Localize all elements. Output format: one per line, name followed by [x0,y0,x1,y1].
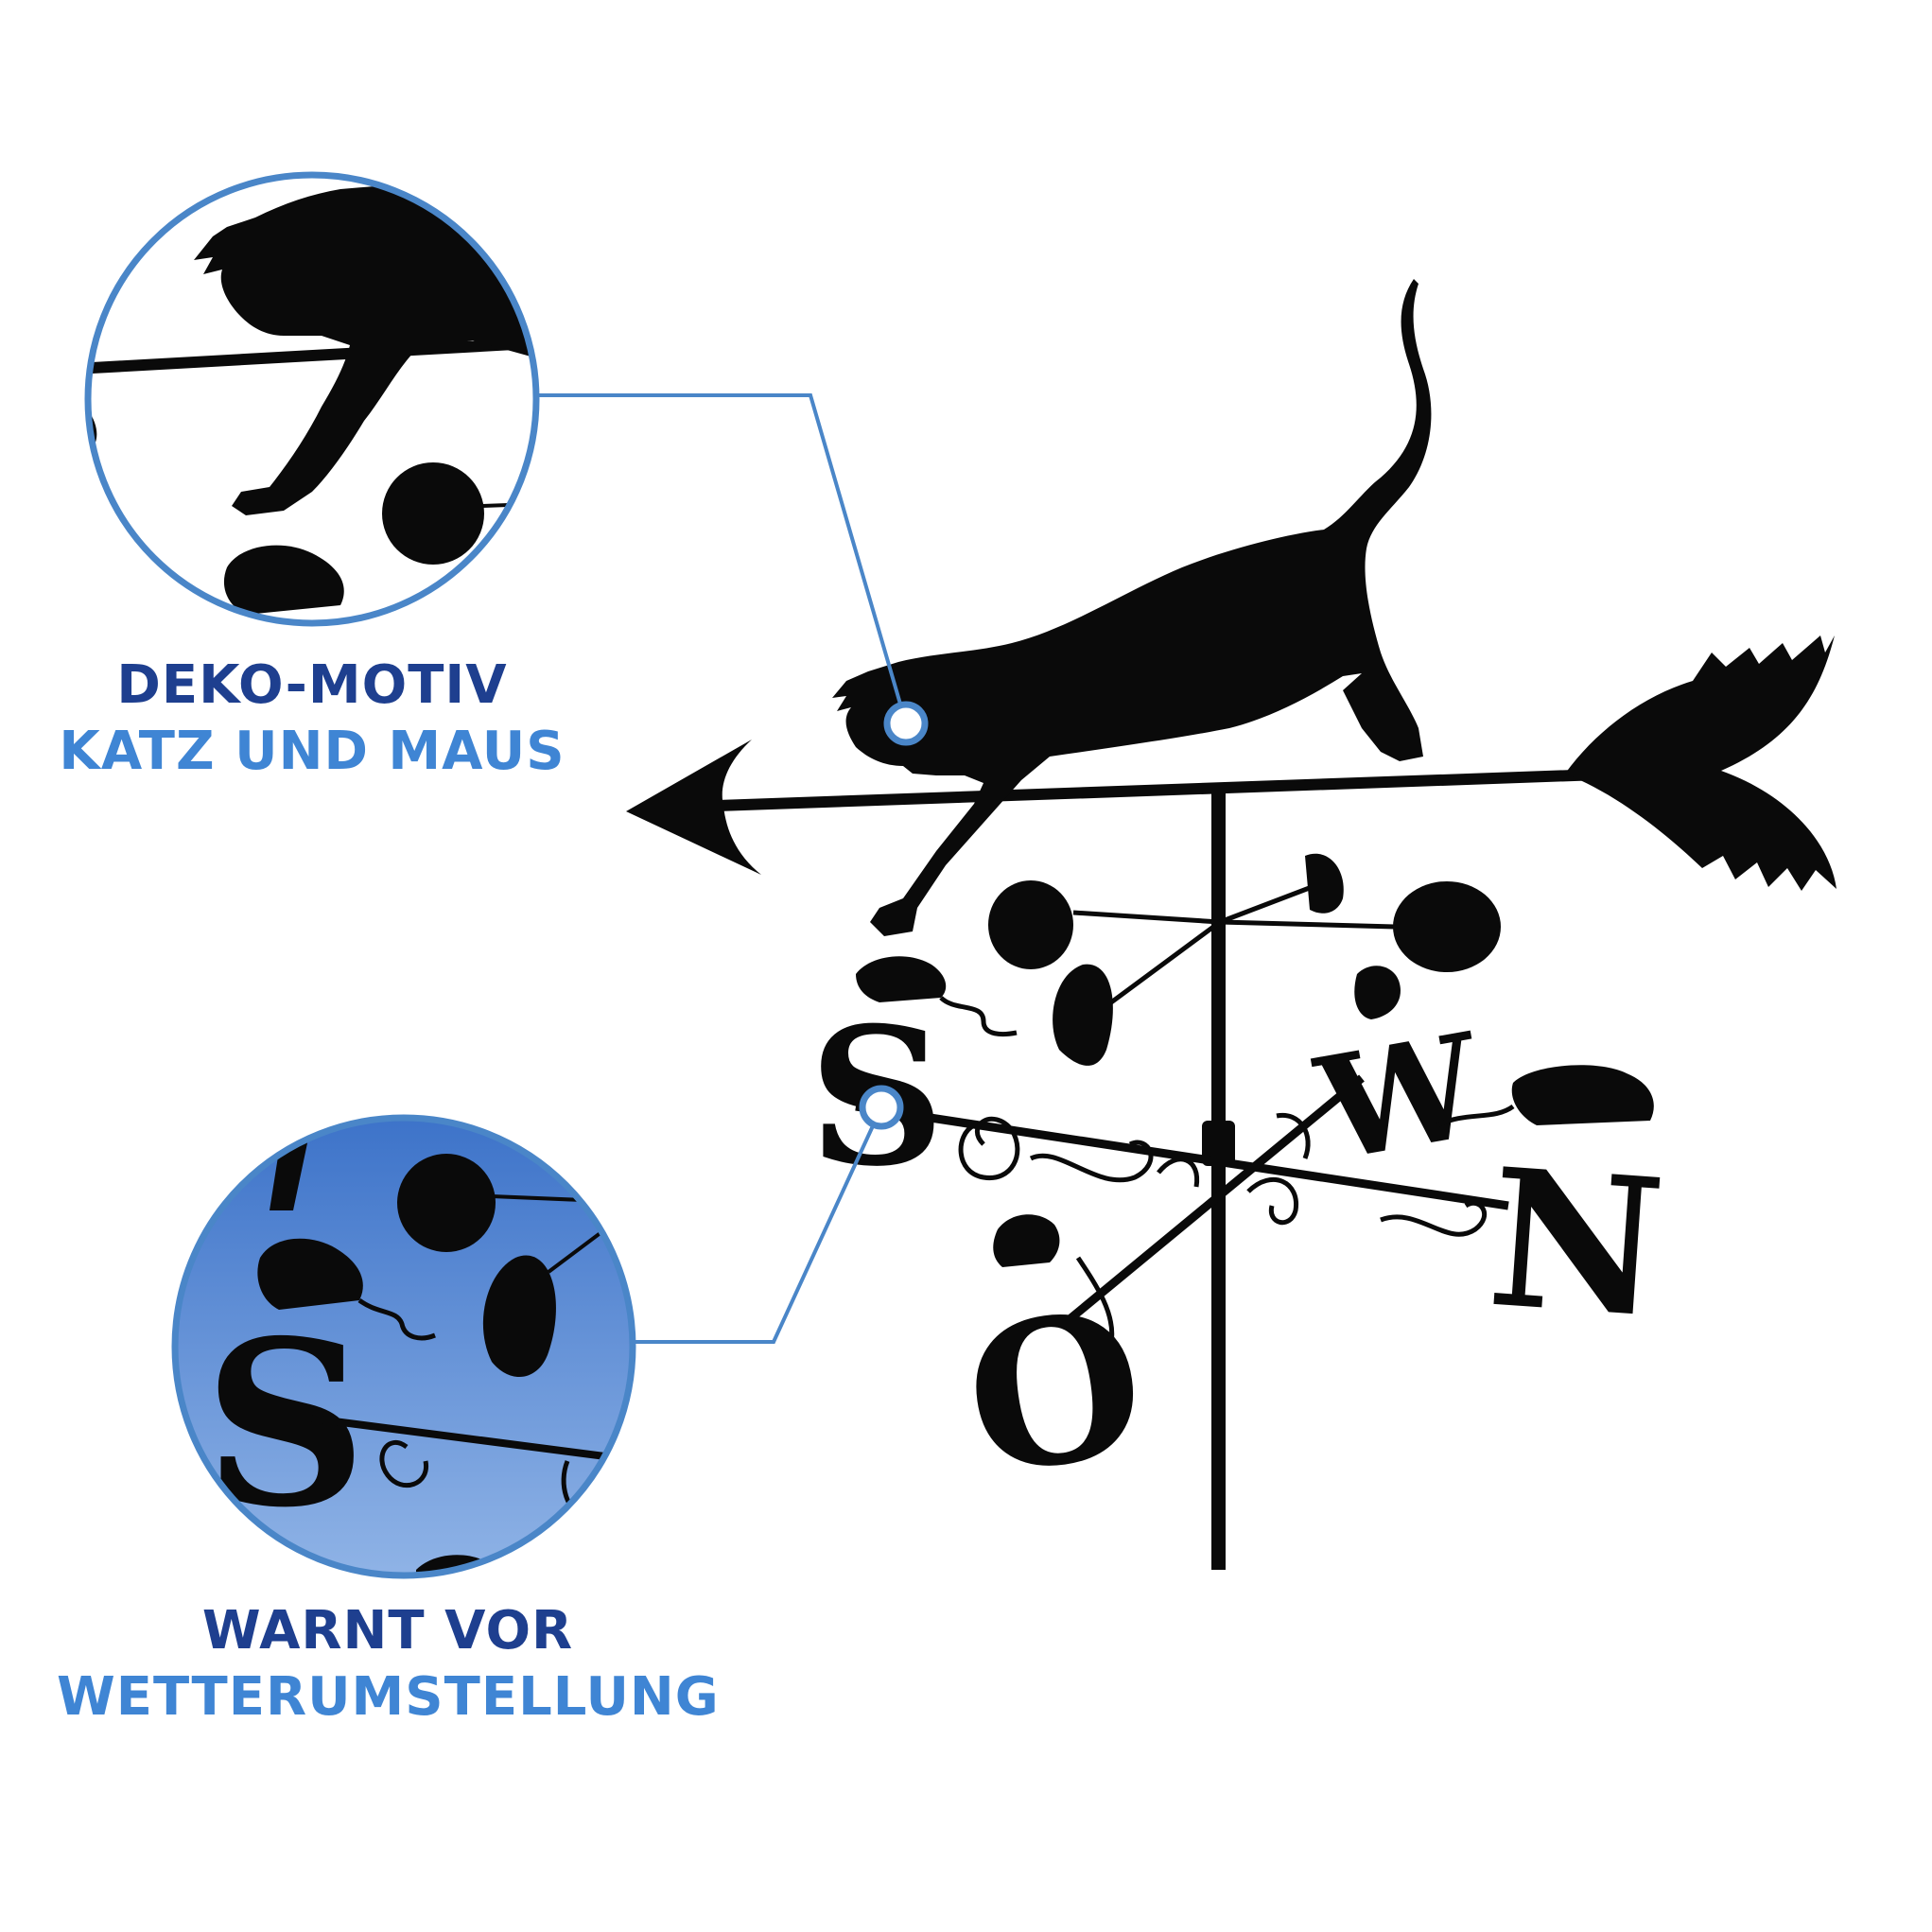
zoom-mouse [257,1238,363,1310]
weathervane: S W N O [626,279,1836,1570]
caption-motif: DEKO-MOTIV KATZ UND MAUS [38,653,586,785]
mouse [1511,1065,1654,1125]
zoom-wind-cup [482,1255,556,1378]
cat-silhouette [832,279,1432,936]
caption-motif-line2: KATZ UND MAUS [59,721,566,782]
compass-arms [855,1074,1509,1328]
zoom-wind-cup [397,1154,496,1252]
zoom-circle-motif [84,171,540,627]
wind-cup [1305,853,1344,914]
callout-lines [536,393,908,1344]
callout-line-weather [633,1106,883,1344]
zoom-wind-cup [382,462,484,565]
mouse [993,1214,1060,1267]
pole [1211,785,1226,1570]
compass-letter-north: N [1482,1127,1670,1361]
mouse [1354,966,1401,1019]
arrow-tail [1565,635,1836,891]
callout-marker-weather [859,1085,904,1130]
mouse [856,956,947,1002]
pole-collar [1202,1121,1235,1166]
anemometer [988,853,1501,1066]
wind-cup [1053,964,1113,1066]
wind-cup [1393,881,1501,972]
callout-marker-motif [883,701,929,746]
mouse-silhouettes [856,956,1654,1267]
arrow-shaft [718,768,1627,811]
mouse-tail [1436,1104,1515,1128]
wind-cup [988,880,1073,969]
arrow-head [626,740,761,875]
compass-letter-east: O [953,1265,1157,1521]
zoom-cat [194,180,536,515]
caption-weather: WARNT VOR WETTERUMSTELLUNG [57,1598,719,1731]
scroll-decorations [958,1112,1488,1364]
zoom-circle-weather: S [171,1114,636,1579]
callout-line-motif [536,393,908,724]
caption-weather-line1: WARNT VOR [201,1600,574,1662]
compass-letter-west: W [1305,1001,1495,1193]
mouse-tail [939,996,1018,1036]
caption-weather-line2: WETTERUMSTELLUNG [57,1666,720,1728]
zoom-mouse [223,545,344,615]
caption-motif-line1: DEKO-MOTIV [116,654,508,716]
